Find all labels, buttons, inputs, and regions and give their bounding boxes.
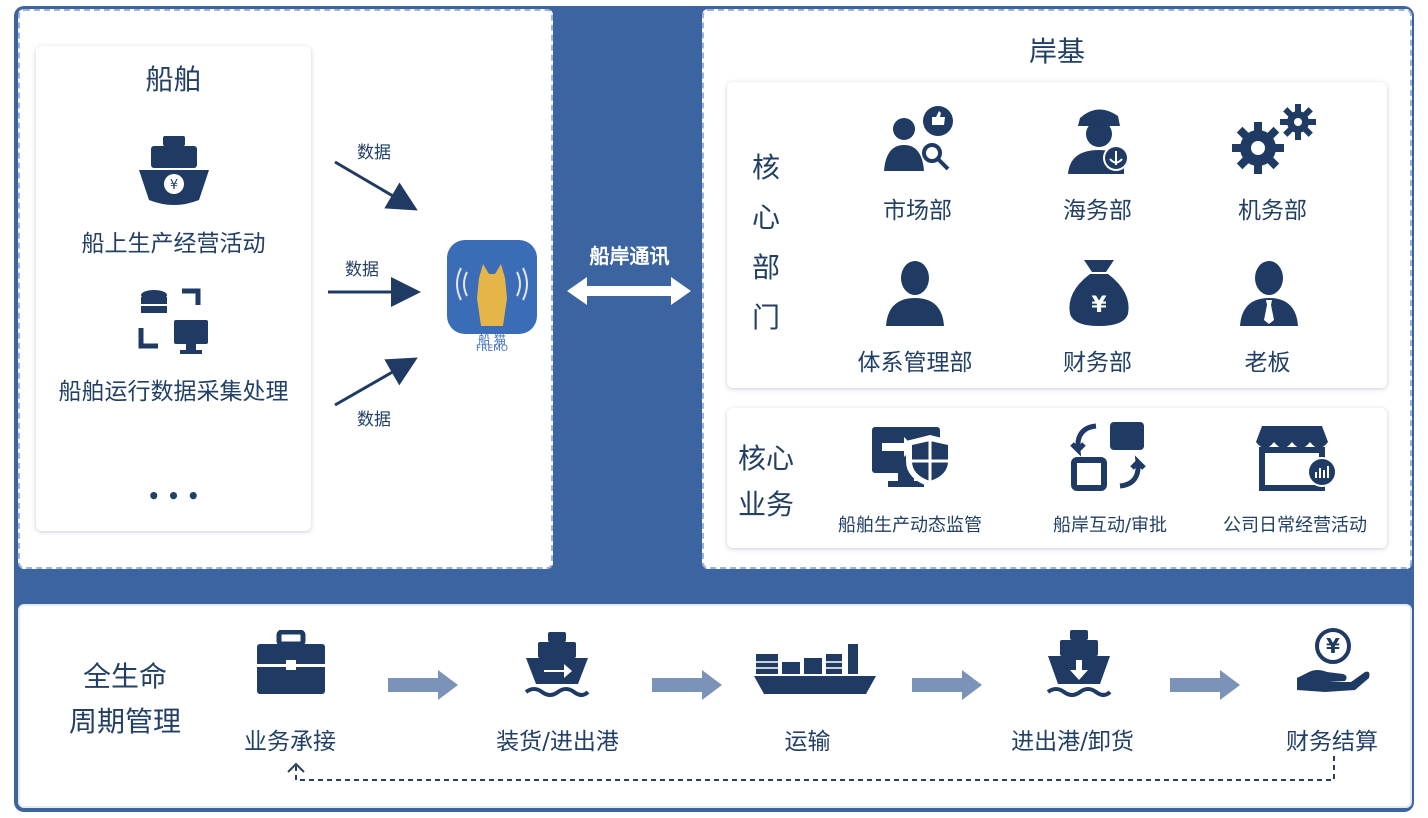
ship-item-production: 船上生产经营活动 <box>81 231 266 257</box>
storefront-icon <box>1256 426 1337 491</box>
money-bag-icon: ¥ <box>1069 260 1129 326</box>
step-business-intake: 业务承接 <box>244 729 336 755</box>
dept-marketing: 市场部 <box>883 198 952 224</box>
step-loading-port: 装货/进出港 <box>496 729 619 755</box>
ship-title: 船舶 <box>145 63 202 96</box>
svg-text:¥: ¥ <box>1091 293 1107 318</box>
flow-arrow-1 <box>388 670 458 700</box>
cargo-ship-icon: ¥ <box>139 136 209 205</box>
interaction-icon <box>1070 422 1146 491</box>
unloading-ship-icon <box>1046 630 1112 697</box>
shore-title: 岸基 <box>1028 35 1085 68</box>
svg-text:¥: ¥ <box>1326 634 1340 658</box>
flow-arrow-3 <box>912 670 982 700</box>
dept-marine: 海务部 <box>1063 198 1132 224</box>
core-dept-label-2: 心 <box>752 201 781 234</box>
data-arrows <box>328 160 421 407</box>
fremo-logo-subtext: FREMO <box>476 344 508 354</box>
ship-item-data: 船舶运行数据采集处理 <box>58 379 289 405</box>
step-transport: 运输 <box>784 729 831 755</box>
fremo-logo <box>447 240 537 334</box>
step-port-unloading: 进出港/卸货 <box>1011 729 1134 755</box>
step-settlement: 财务结算 <box>1286 729 1378 755</box>
lifecycle-label-1: 全生命 <box>82 660 167 693</box>
dept-finance: 财务部 <box>1063 350 1132 376</box>
core-biz-label-2: 业务 <box>738 488 795 521</box>
monitor-shield-icon <box>872 427 954 487</box>
core-dept-label-3: 部 <box>752 251 781 284</box>
dept-system-management: 体系管理部 <box>857 350 973 376</box>
data-label-top: 数据 <box>357 143 391 163</box>
marine-officer-icon <box>1068 109 1129 174</box>
biz-daily-operations: 公司日常经营活动 <box>1223 515 1367 536</box>
biz-ship-monitoring: 船舶生产动态监管 <box>838 515 982 536</box>
fremo-logo-text: 船 猫 <box>478 333 506 347</box>
core-dept-label-4: 门 <box>752 301 781 334</box>
ship-ellipsis: • • • <box>147 484 200 508</box>
briefcase-icon <box>257 630 325 694</box>
ship-shore-link-label: 船岸通讯 <box>589 244 670 268</box>
lifecycle-panel <box>18 604 1412 808</box>
gears-icon <box>1232 104 1316 174</box>
core-dept-label-1: 核 <box>752 151 781 184</box>
loading-ship-icon <box>524 632 590 697</box>
flow-arrow-4 <box>1170 670 1240 700</box>
data-label-middle: 数据 <box>345 260 379 280</box>
data-collection-icon <box>138 288 208 354</box>
marketing-team-icon <box>884 106 953 171</box>
boss-icon <box>1240 261 1298 326</box>
biz-shore-interaction: 船岸互动/审批 <box>1052 515 1168 536</box>
person-icon <box>886 261 944 326</box>
data-label-bottom: 数据 <box>357 410 391 430</box>
svg-text:¥: ¥ <box>170 178 178 193</box>
container-ship-icon <box>754 644 876 694</box>
flow-arrow-2 <box>652 670 722 700</box>
dept-engineering: 机务部 <box>1238 198 1307 224</box>
dept-boss: 老板 <box>1244 350 1291 376</box>
ship-card <box>36 46 311 531</box>
core-biz-label-1: 核心 <box>738 442 795 475</box>
loop-back-arrow <box>287 756 1335 781</box>
bidirectional-arrow-icon <box>567 277 691 305</box>
payment-hand-icon: ¥ <box>1297 628 1370 692</box>
lifecycle-label-2: 周期管理 <box>68 705 181 738</box>
